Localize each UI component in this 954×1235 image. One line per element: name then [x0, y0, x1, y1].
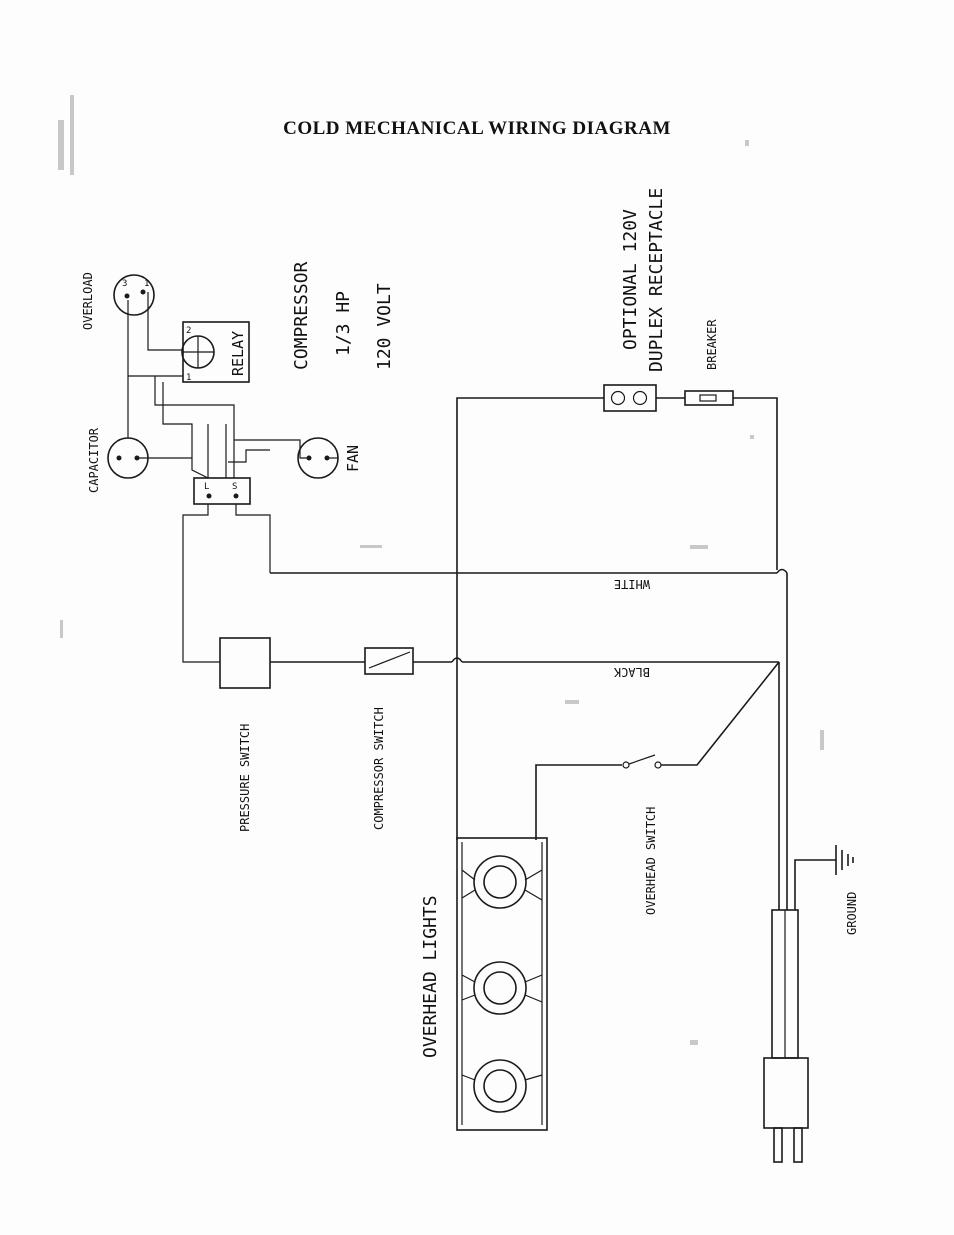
overload-pin-1: 1 [144, 279, 149, 289]
overload-component: 3 1 [113, 274, 155, 316]
ground-label: GROUND [845, 892, 859, 935]
receptacle-label-line2: DUPLEX RECEPTACLE [646, 188, 667, 372]
overhead-switch [535, 661, 780, 840]
overload-label: OVERLOAD [81, 272, 95, 330]
compressor-voltage-label: 120 VOLT [374, 283, 395, 370]
pressure-switch-label: PRESSURE SWITCH [238, 724, 252, 832]
scan-noise [58, 95, 824, 1045]
relay-pin-2: 2 [186, 326, 191, 336]
overhead-switch-label: OVERHEAD SWITCH [644, 807, 658, 915]
fan-label: FAN [344, 445, 362, 472]
compressor-label: COMPRESSOR [291, 261, 312, 370]
receptacle-label-line1: OPTIONAL 120V [620, 209, 641, 350]
compressor-switch [364, 647, 414, 675]
terminal-pin-l: L [204, 482, 209, 492]
compressor-switch-label: COMPRESSOR SWITCH [372, 707, 386, 830]
lamp-2 [473, 961, 527, 1015]
lamp-1 [473, 855, 527, 909]
black-wire-label: BLACK [613, 665, 650, 679]
relay-label: RELAY [229, 331, 247, 376]
overhead-lights-panel [456, 837, 548, 1131]
receptacle-circuit [456, 384, 778, 840]
relay-pin-1: 1 [186, 373, 191, 383]
white-wire [270, 568, 788, 910]
breaker-label: BREAKER [705, 319, 719, 370]
lamp-3 [473, 1059, 527, 1113]
compressor-hp-label: 1/3 HP [333, 291, 354, 356]
compressor-wiring [127, 292, 338, 663]
breaker [684, 390, 734, 406]
pressure-switch [219, 637, 271, 689]
power-cord [763, 859, 836, 1163]
white-wire-label: WHITE [614, 577, 650, 591]
ground-symbol [835, 845, 854, 875]
terminal-pin-s: S [232, 482, 237, 492]
capacitor-label: CAPACITOR [87, 427, 101, 493]
relay-component: 2 1 [181, 321, 250, 383]
overload-pin-3: 3 [122, 279, 127, 289]
black-wire [270, 657, 780, 910]
diagram-title: COLD MECHANICAL WIRING DIAGRAM [283, 118, 671, 139]
terminal-block: L S [193, 477, 251, 505]
overhead-lights-label: OVERHEAD LIGHTS [420, 895, 441, 1058]
